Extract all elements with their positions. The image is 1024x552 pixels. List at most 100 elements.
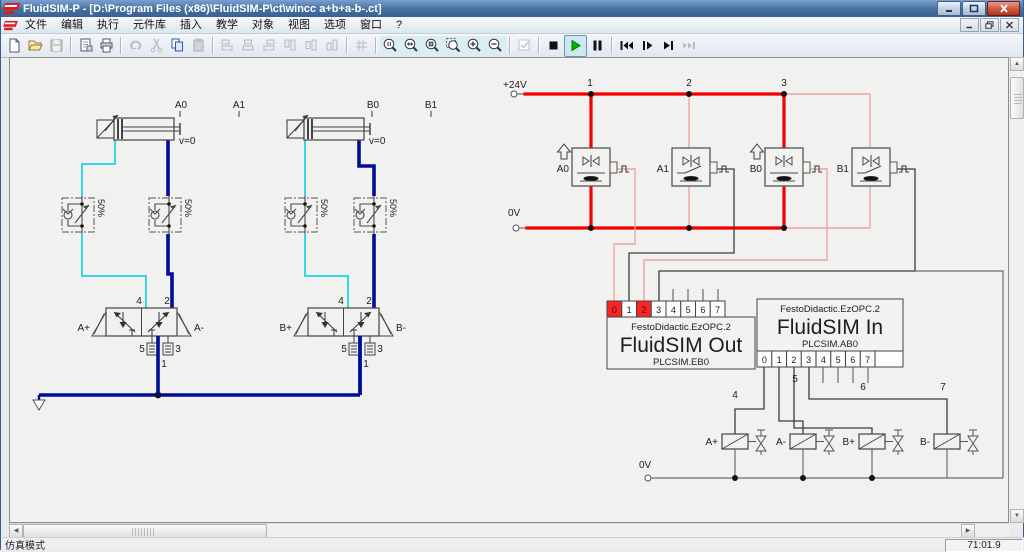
exhaust-line-b[interactable] [304,140,349,308]
menu-execute[interactable]: 执行 [97,18,119,31]
exhaust-line-a[interactable] [81,140,147,308]
menu-file[interactable]: 文件 [25,18,47,31]
flow-valve-a-left[interactable] [61,195,95,235]
supply-label: +24V [503,80,527,91]
play-button[interactable] [564,34,587,57]
pilot-label-a-plus: A+ [77,323,90,334]
print-button[interactable] [96,36,117,56]
node-number: 3 [781,78,787,89]
wire-number: 6 [860,382,866,393]
horizontal-scroll-thumb[interactable] [23,524,267,538]
page-setup-button[interactable] [75,36,96,56]
menu-edit[interactable]: 编辑 [61,18,83,31]
vertical-scrollbar[interactable]: ▲ ▼ [1010,57,1024,523]
menu-window[interactable]: 窗口 [360,18,382,31]
open-file-button[interactable] [25,36,46,56]
proximity-sensor-a0[interactable] [571,147,630,187]
window-title: FluidSIM-P - [D:\Program Files (x86)\Flu… [23,2,382,15]
plc-in-block[interactable]: FestoDidactic.EzOPC.2 FluidSIM In PLCSIM… [756,298,904,383]
undo-button[interactable] [125,36,146,56]
solenoid-a-plus[interactable] [721,429,767,456]
menu-view[interactable]: 视图 [288,18,310,31]
close-button[interactable] [987,1,1020,16]
proximity-sensor-b1[interactable] [851,147,910,187]
mdi-restore-button[interactable] [980,18,999,32]
plc-in-pin: 0 [762,355,767,365]
coil-label-b-plus: B+ [842,437,855,448]
print-icon [100,38,113,53]
zoom-area-button[interactable] [443,36,464,56]
minimize-button[interactable] [937,1,961,16]
port-label: 5 [341,344,347,355]
align-bottom-button[interactable] [322,36,343,56]
stop-button[interactable] [543,36,564,56]
align-right-button[interactable] [259,36,280,56]
single-step-icon [643,41,653,50]
menu-options[interactable]: 选项 [324,18,346,31]
solenoid-b-minus[interactable] [933,429,979,456]
flow-valve-b-right[interactable] [353,195,387,235]
menu-library[interactable]: 元件库 [133,18,166,31]
scroll-down-button[interactable]: ▼ [1010,509,1024,523]
simulate-to-state-button[interactable] [658,36,679,56]
throttle-label-4: 50% [388,199,398,217]
zoom-in-button[interactable] [464,36,485,56]
pause-button[interactable] [587,36,608,56]
save-button[interactable] [46,36,67,56]
solenoid-b-plus[interactable] [858,429,904,456]
copy-button[interactable] [167,36,188,56]
cut-button[interactable] [146,36,167,56]
new-file-button[interactable] [4,36,25,56]
zoom-fit-button[interactable] [401,36,422,56]
port-label: 1 [363,359,369,370]
pressure-line-b[interactable] [357,140,376,308]
pneumatic-circuit[interactable]: A0 A1 v=0 B0 B1 v=0 50% 50% 50% 50% A+ A… [32,100,438,411]
node-number: 1 [587,78,593,89]
mdi-minimize-button[interactable] [960,18,979,32]
cylinder-b[interactable] [286,114,371,141]
cylinder-a[interactable] [96,114,181,141]
menu-help[interactable]: ? [396,18,403,31]
supply-manifold-line[interactable] [39,336,362,397]
grid-button[interactable] [351,36,372,56]
menu-insert[interactable]: 插入 [180,18,202,31]
air-source-icon[interactable] [32,399,46,411]
reset-step-button[interactable] [616,36,637,56]
circuit-canvas[interactable]: A0 A1 v=0 B0 B1 v=0 50% 50% 50% 50% A+ A… [9,57,1009,523]
align-top-button[interactable] [280,36,301,56]
proximity-sensor-a1[interactable] [671,147,730,187]
port-label: 1 [161,359,167,370]
menu-didactics[interactable]: 教学 [216,18,238,31]
horizontal-scrollbar[interactable]: ◀ ▶ [9,523,1009,538]
plc-out-pin: 4 [671,305,676,315]
align-center-h-button[interactable] [238,36,259,56]
align-middle-v-button[interactable] [301,36,322,56]
plc-in-pin: 6 [850,355,855,365]
zoom-out-button[interactable] [485,36,506,56]
flow-valve-a-right[interactable] [148,195,182,235]
paste-button[interactable] [188,36,209,56]
flow-valve-b-left[interactable] [284,195,318,235]
zoom-page-icon [425,38,439,52]
port-label: 4 [338,296,344,307]
zoom-page-button[interactable] [422,36,443,56]
mdi-close-button[interactable] [1000,18,1019,32]
vertical-scroll-thumb[interactable] [1010,77,1024,119]
zoom-actual-button[interactable] [380,36,401,56]
port-label: 3 [377,344,383,355]
next-topic-button[interactable] [679,36,700,56]
simulation-check-button[interactable] [514,36,535,56]
single-step-button[interactable] [637,36,658,56]
align-left-button[interactable] [217,36,238,56]
maximize-button[interactable] [962,1,986,16]
velocity-label-a: v=0 [179,136,196,147]
proximity-sensor-b0[interactable] [764,147,823,187]
scroll-up-button[interactable]: ▲ [1010,57,1024,71]
scroll-right-button[interactable]: ▶ [961,524,975,538]
solenoid-a-minus[interactable] [789,429,835,456]
pressure-line-a[interactable] [166,140,174,308]
menu-object[interactable]: 对象 [252,18,274,31]
plc-out-block[interactable]: 0 1 2 3 4 5 6 7 FestoDidactic.EzOPC.2 Fl… [606,289,756,370]
electrical-circuit[interactable]: +24V 0V 1 2 3 A0 A1 B0 B1 [503,78,1004,482]
